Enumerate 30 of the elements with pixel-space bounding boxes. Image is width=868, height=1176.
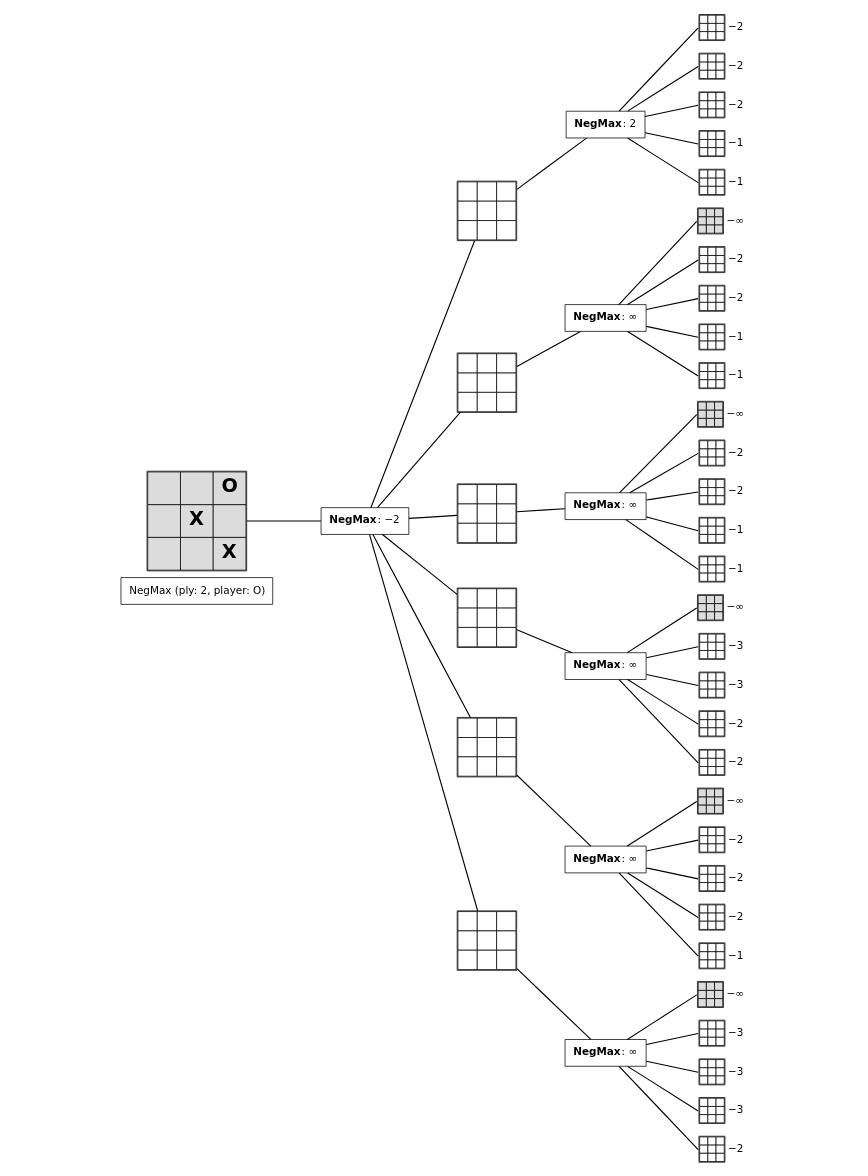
node-label: −∞ bbox=[725, 600, 744, 613]
node-label: −1 bbox=[727, 523, 743, 536]
node-label: −1 bbox=[727, 368, 743, 381]
node-label: −2 bbox=[727, 20, 743, 33]
node-label: −2 bbox=[727, 832, 743, 845]
node-label: −1 bbox=[727, 329, 743, 342]
node-label: −2 bbox=[727, 58, 743, 71]
node-label: −2 bbox=[727, 871, 743, 884]
node-label: −3 bbox=[727, 677, 743, 690]
node-label: −2 bbox=[727, 252, 743, 265]
node-label: −∞ bbox=[725, 213, 744, 226]
node-label: −3 bbox=[727, 1103, 743, 1116]
node-label: −3 bbox=[727, 1064, 743, 1077]
node-label: −2 bbox=[727, 484, 743, 497]
node-label: −∞ bbox=[725, 987, 744, 1000]
node-label: −2 bbox=[727, 716, 743, 729]
node-label: −1 bbox=[727, 136, 743, 149]
node-label: −3 bbox=[727, 1025, 743, 1038]
node-label: −2 bbox=[727, 909, 743, 922]
node-label: −2 bbox=[727, 291, 743, 304]
node-label: −3 bbox=[727, 639, 743, 652]
node-label: −∞ bbox=[725, 407, 744, 420]
node-label: −1 bbox=[727, 561, 743, 574]
node-label: −2 bbox=[727, 755, 743, 768]
node-label: −2 bbox=[727, 1141, 743, 1154]
node-label: −1 bbox=[727, 174, 743, 187]
node-label: −∞ bbox=[725, 793, 744, 806]
node-label: −1 bbox=[727, 948, 743, 961]
node-label: −2 bbox=[727, 97, 743, 110]
node-label: −2 bbox=[727, 445, 743, 458]
